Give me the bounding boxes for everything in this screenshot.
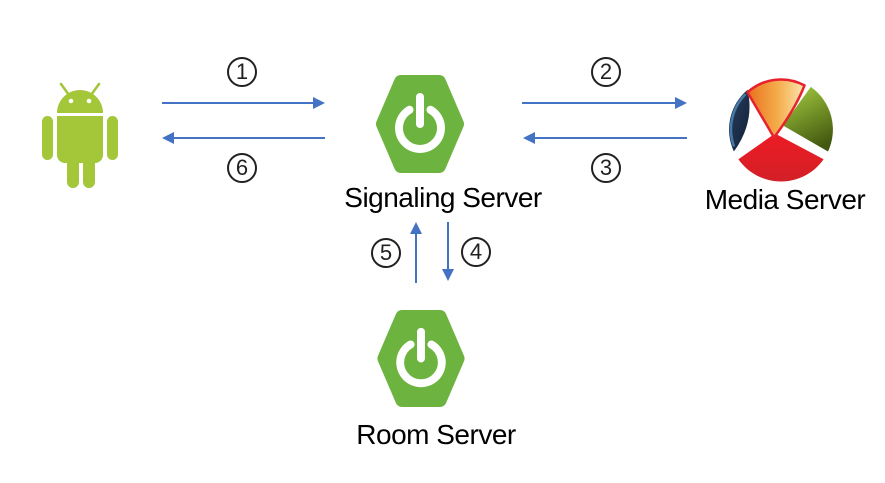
arrow-step-1 [162,97,325,109]
step-3-badge: 3 [591,153,621,183]
signaling-server-label: Signaling Server [344,182,542,213]
step-5-badge: 5 [371,238,401,268]
media-server-label: Media Server [704,184,866,215]
arrow-step-5 [410,222,422,283]
arrow-step-4 [442,222,454,281]
step-6-badge: 6 [227,153,257,183]
sphere-navy-crescent [729,89,750,152]
power-icon [395,105,445,153]
arrow-step-2 [522,97,687,109]
sphere-green-segment [783,86,833,152]
step-2-badge: 2 [591,57,621,87]
room-server-label: Room Server [356,419,516,450]
sphere-orange-segment [746,78,806,139]
android-head [57,90,103,113]
media-server-sphere-icon [729,78,833,182]
step-4-badge: 4 [461,237,491,267]
spring-boot-icon-signaling [376,75,464,173]
android-robot-icon [42,82,118,188]
android-body [57,116,103,163]
step-1-badge: 1 [227,57,257,87]
arrow-step-3 [523,132,687,144]
arrow-step-6 [162,132,325,144]
power-icon [396,340,446,388]
spring-boot-icon-room [377,310,465,407]
sphere-red-segment [738,133,824,182]
